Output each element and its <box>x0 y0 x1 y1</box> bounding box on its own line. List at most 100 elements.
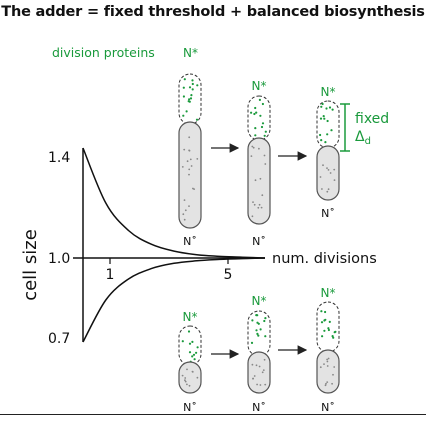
bottom-cell-body-1 <box>247 351 271 394</box>
cell-dot <box>319 366 322 369</box>
n-star-label-top-0: N* <box>183 46 198 60</box>
cell-dot <box>329 172 332 174</box>
cell-dot <box>326 381 329 383</box>
bottom-n-star-0: N* <box>183 310 198 324</box>
protein-dot <box>195 118 199 121</box>
y-axis-label: cell size <box>20 229 41 301</box>
cell-dot <box>264 163 267 165</box>
fixed-delta-bracket <box>340 103 350 152</box>
protein-dot <box>320 310 323 313</box>
cell-dot <box>327 357 330 360</box>
cell-dot <box>256 383 258 386</box>
protein-dot <box>195 351 198 354</box>
cell-dot <box>189 158 192 161</box>
cell-dot <box>326 358 328 361</box>
cell-dot <box>332 373 334 376</box>
bottom-cell-sequence: N*N˚N*N˚N*N˚ <box>178 286 340 414</box>
bottom-divider <box>0 414 426 415</box>
protein-dot <box>188 342 192 345</box>
cell-dot <box>255 364 258 367</box>
cell-dot <box>188 173 190 176</box>
cell-dot <box>327 188 330 191</box>
protein-dot <box>255 111 258 114</box>
cell-dot <box>263 154 266 157</box>
cell-dot <box>323 363 325 365</box>
protein-dot <box>191 79 194 82</box>
protein-dot <box>261 122 265 125</box>
cell-dot <box>333 168 336 171</box>
cell-dot <box>183 148 186 151</box>
cell-dot <box>254 179 257 182</box>
protein-dot <box>188 351 192 354</box>
cell-dot <box>262 369 265 371</box>
cell-dot <box>333 179 336 182</box>
cell-dot <box>258 365 261 368</box>
protein-dot <box>182 86 185 89</box>
protein-dot <box>261 102 264 106</box>
cell-dot <box>259 177 262 180</box>
protein-dot <box>183 78 186 81</box>
series-lower-curve <box>82 257 266 343</box>
cell-dot <box>325 382 327 385</box>
cell-dot <box>324 384 327 387</box>
top-cell-body-0 <box>178 121 202 229</box>
cell-dot <box>257 206 260 209</box>
cell-dot <box>259 384 262 386</box>
cell-dot <box>326 167 328 170</box>
protein-dot <box>253 112 256 116</box>
top-cell-body-2 <box>316 145 340 201</box>
cell-dot <box>326 365 329 367</box>
division-proteins-label: division proteins <box>52 45 155 60</box>
cell-dot <box>253 375 256 377</box>
cell-dot <box>252 201 254 204</box>
protein-dot <box>193 358 196 361</box>
protein-dot <box>196 346 199 349</box>
protein-dot <box>324 310 327 314</box>
diagram-title: The adder = fixed threshold + balanced b… <box>1 4 425 20</box>
protein-dot <box>259 114 262 117</box>
cell-dot <box>184 377 187 379</box>
protein-dot <box>264 317 267 320</box>
protein-dot <box>264 335 267 338</box>
protein-dot <box>250 341 254 344</box>
cell-dot <box>321 188 323 190</box>
protein-dot <box>259 328 262 331</box>
top-n-degree-2: N˚ <box>321 207 335 220</box>
top-cell-1: N*N˚ <box>247 79 271 248</box>
cell-dot <box>322 164 324 167</box>
protein-dot <box>191 340 194 343</box>
protein-dot <box>182 114 185 117</box>
cell-dot <box>181 166 184 168</box>
protein-dot <box>320 105 323 108</box>
cell-dot <box>184 379 186 382</box>
top-cell-body-1 <box>247 137 271 225</box>
protein-dot <box>322 115 325 118</box>
protein-dot <box>260 125 264 129</box>
cell-dot <box>184 380 187 383</box>
protein-dot <box>255 329 258 332</box>
protein-dot <box>326 119 329 123</box>
delta-subscript: d <box>365 136 371 147</box>
cell-dot <box>184 209 187 212</box>
protein-dot <box>182 95 185 98</box>
top-n-star-1: N* <box>252 79 267 93</box>
cell-dot <box>188 168 191 171</box>
protein-dot <box>257 334 260 337</box>
cell-dot <box>188 136 191 139</box>
protein-dot <box>188 98 191 101</box>
protein-dot <box>191 82 194 86</box>
fixed-label: fixed <box>355 111 389 127</box>
bottom-cell-body-2 <box>316 349 340 394</box>
cell-dot <box>183 199 186 202</box>
cell-dot <box>264 383 267 386</box>
protein-dot <box>332 336 335 339</box>
top-n-degree-0: N˚ <box>183 235 197 248</box>
protein-dot <box>187 330 191 333</box>
protein-dot <box>324 318 327 321</box>
bottom-n-star-1: N* <box>252 294 267 308</box>
bottom-cell-2: N*N˚ <box>316 286 340 414</box>
protein-dot <box>258 98 261 101</box>
cell-dot <box>252 146 255 149</box>
bottom-cell-body-0 <box>178 361 202 394</box>
protein-dot <box>256 321 259 324</box>
